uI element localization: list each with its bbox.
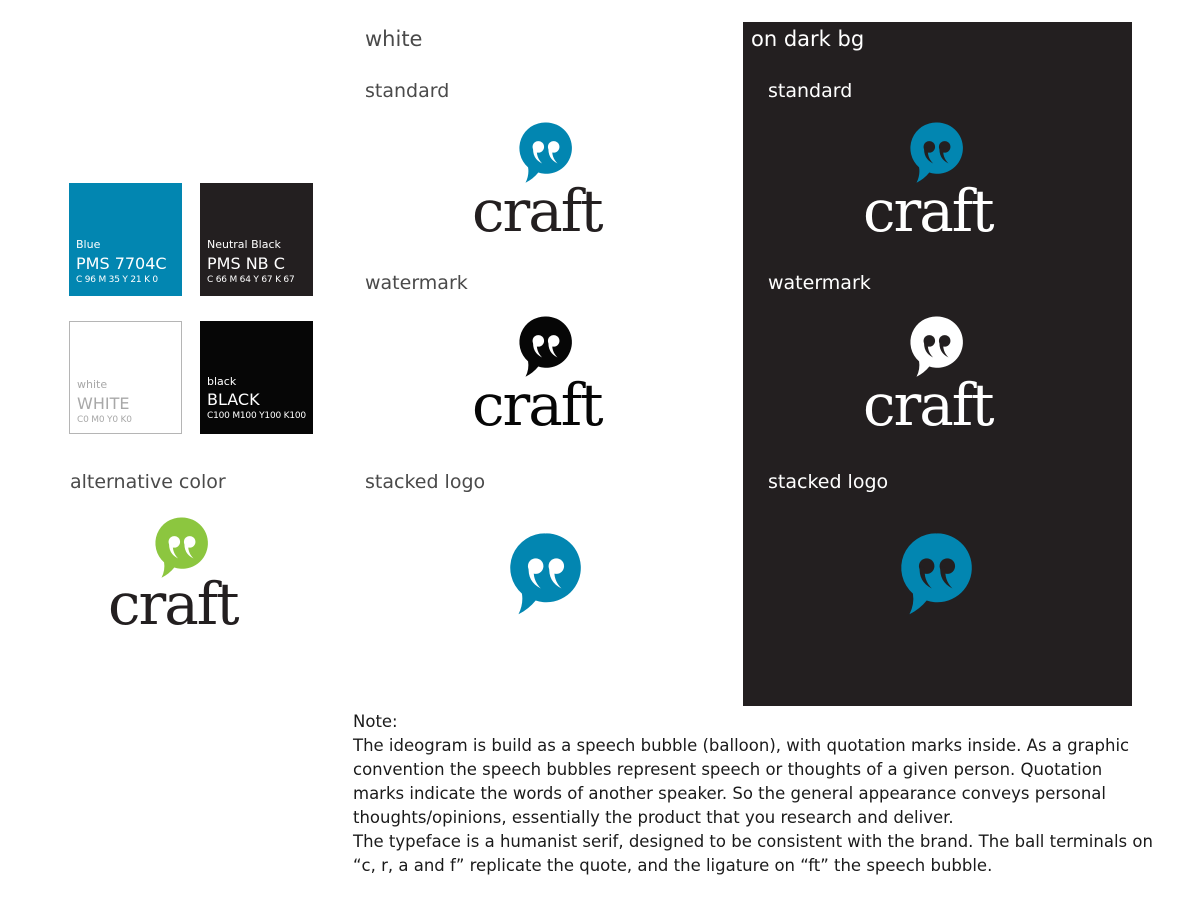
speech-bubble-stacked-icon [894, 530, 980, 616]
swatch-pms: PMS 7704C [76, 254, 167, 273]
craft-wordmark: craft [863, 371, 995, 439]
craft-wordmark: craft [863, 177, 995, 245]
white-column-heading: white [365, 27, 423, 51]
speech-bubble-stacked-icon [503, 530, 589, 616]
swatch-cmyk: C100 M100 Y100 K100 [207, 411, 306, 421]
swatch-cmyk: C 66 M 64 Y 67 K 67 [207, 275, 295, 285]
speech-bubble-icon [905, 314, 969, 378]
swatch-cmyk: C0 M0 Y0 K0 [77, 415, 132, 425]
speech-bubble-icon [514, 120, 578, 184]
note-paragraph-1: The ideogram is build as a speech bubble… [353, 736, 1130, 827]
logo-standard-white: craft [472, 120, 622, 245]
note-paragraph-2: The typeface is a humanist serif, design… [353, 832, 1153, 875]
dark-column-heading: on dark bg [751, 27, 865, 51]
dark-standard-label: standard [768, 80, 853, 102]
note-block: Note: The ideogram is build as a speech … [353, 710, 1153, 878]
swatch-pms: PMS NB C [207, 254, 285, 273]
craft-wordmark: craft [472, 177, 604, 245]
white-stacked-label: stacked logo [365, 471, 486, 493]
logo-watermark-dark: craft [863, 314, 1013, 439]
white-watermark-label: watermark [365, 272, 468, 294]
swatch-neutral-black: Neutral Black PMS NB C C 66 M 64 Y 67 K … [200, 183, 313, 296]
swatch-name: Neutral Black [207, 238, 281, 251]
swatch-name: black [207, 375, 237, 388]
craft-wordmark: craft [472, 371, 604, 439]
swatch-pms: BLACK [207, 390, 260, 409]
speech-bubble-icon [514, 314, 578, 378]
alternative-color-heading: alternative color [70, 471, 226, 493]
logo-watermark-white: craft [472, 314, 622, 439]
swatch-black: black BLACK C100 M100 Y100 K100 [200, 321, 313, 434]
craft-wordmark: craft [108, 570, 240, 638]
speech-bubble-icon [905, 120, 969, 184]
swatch-blue: Blue PMS 7704C C 96 M 35 Y 21 K 0 [69, 183, 182, 296]
swatch-name: Blue [76, 238, 101, 251]
note-title: Note: [353, 712, 398, 731]
logo-alternative-green: craft [108, 515, 258, 635]
swatch-name: white [77, 378, 108, 391]
dark-watermark-label: watermark [768, 272, 871, 294]
swatch-white: white WHITE C0 M0 Y0 K0 [69, 321, 182, 434]
swatch-cmyk: C 96 M 35 Y 21 K 0 [76, 275, 158, 285]
dark-stacked-label: stacked logo [768, 471, 889, 493]
logo-standard-dark: craft [863, 120, 1013, 245]
swatch-pms: WHITE [77, 394, 130, 413]
white-standard-label: standard [365, 80, 450, 102]
